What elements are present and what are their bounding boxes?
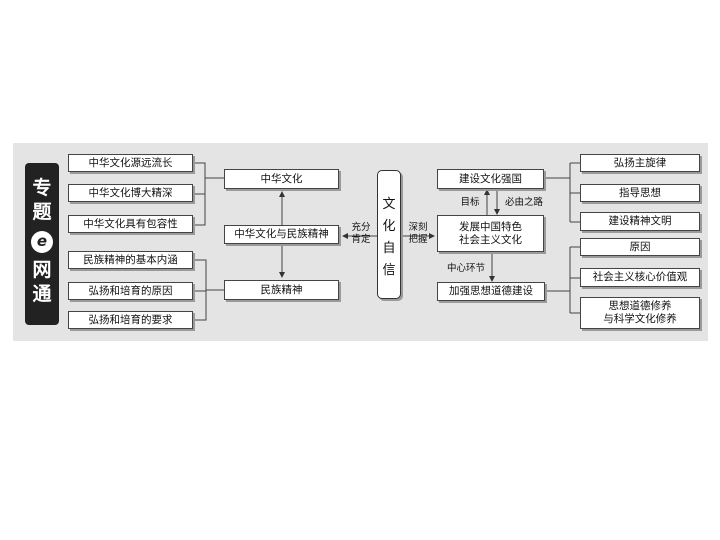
badge-char-3: 网: [32, 259, 52, 281]
chinese-culture-node: 中华文化: [224, 169, 339, 189]
national-spirit-node: 民族精神: [224, 280, 339, 300]
core-label: 中心环节: [446, 263, 485, 274]
badge-char-2: 题: [32, 201, 52, 223]
confidence-char-2: 化: [382, 219, 396, 234]
moral-item-1: 原因: [580, 238, 700, 256]
grasp-label-line-1: 深刻: [408, 222, 428, 233]
confidence-char-1: 文: [382, 197, 396, 212]
goal-label: 目标: [460, 197, 480, 208]
power-item-1: 弘扬主旋律: [580, 154, 700, 172]
culture-item-1: 中华文化源远流长: [68, 154, 193, 172]
affirm-label: 充分 肯定: [348, 222, 374, 246]
moral-item-3: 思想道德修养 与科学文化修养: [580, 297, 700, 329]
moral-item-3-line-2: 与科学文化修养: [603, 313, 677, 325]
power-item-3: 建设精神文明: [580, 212, 700, 231]
badge-char-1: 专: [32, 177, 52, 199]
culture-and-spirit-node: 中华文化与民族精神: [224, 225, 339, 244]
confidence-char-4: 信: [382, 263, 396, 278]
affirm-label-line-2: 肯定: [351, 234, 371, 245]
moral-item-2: 社会主义核心价值观: [580, 268, 700, 287]
e-icon: e: [31, 231, 53, 253]
spirit-item-2: 弘扬和培育的原因: [68, 282, 193, 300]
cultural-confidence-node: 文 化 自 信: [377, 170, 401, 299]
grasp-label: 深刻 把握: [405, 222, 431, 246]
topic-badge: 专 题 e 网 通: [25, 163, 59, 325]
grasp-label-line-2: 把握: [408, 234, 428, 245]
socialist-culture-line-2: 社会主义文化: [459, 233, 522, 246]
socialist-culture-line-1: 发展中国特色: [459, 220, 522, 233]
confidence-char-3: 自: [382, 241, 396, 256]
affirm-label-line-1: 充分: [351, 222, 371, 233]
culture-item-3: 中华文化具有包容性: [68, 215, 193, 233]
socialist-culture-node: 发展中国特色 社会主义文化: [437, 215, 544, 252]
path-label: 必由之路: [504, 197, 543, 208]
cultural-power-node: 建设文化强国: [437, 169, 544, 189]
spirit-item-1: 民族精神的基本内涵: [68, 251, 193, 269]
moral-item-3-line-1: 思想道德修养: [608, 300, 672, 312]
badge-char-4: 通: [32, 283, 52, 305]
moral-construction-node: 加强思想道德建设: [437, 282, 545, 301]
spirit-item-3: 弘扬和培育的要求: [68, 311, 193, 329]
culture-item-2: 中华文化博大精深: [68, 184, 193, 202]
power-item-2: 指导思想: [580, 184, 700, 202]
